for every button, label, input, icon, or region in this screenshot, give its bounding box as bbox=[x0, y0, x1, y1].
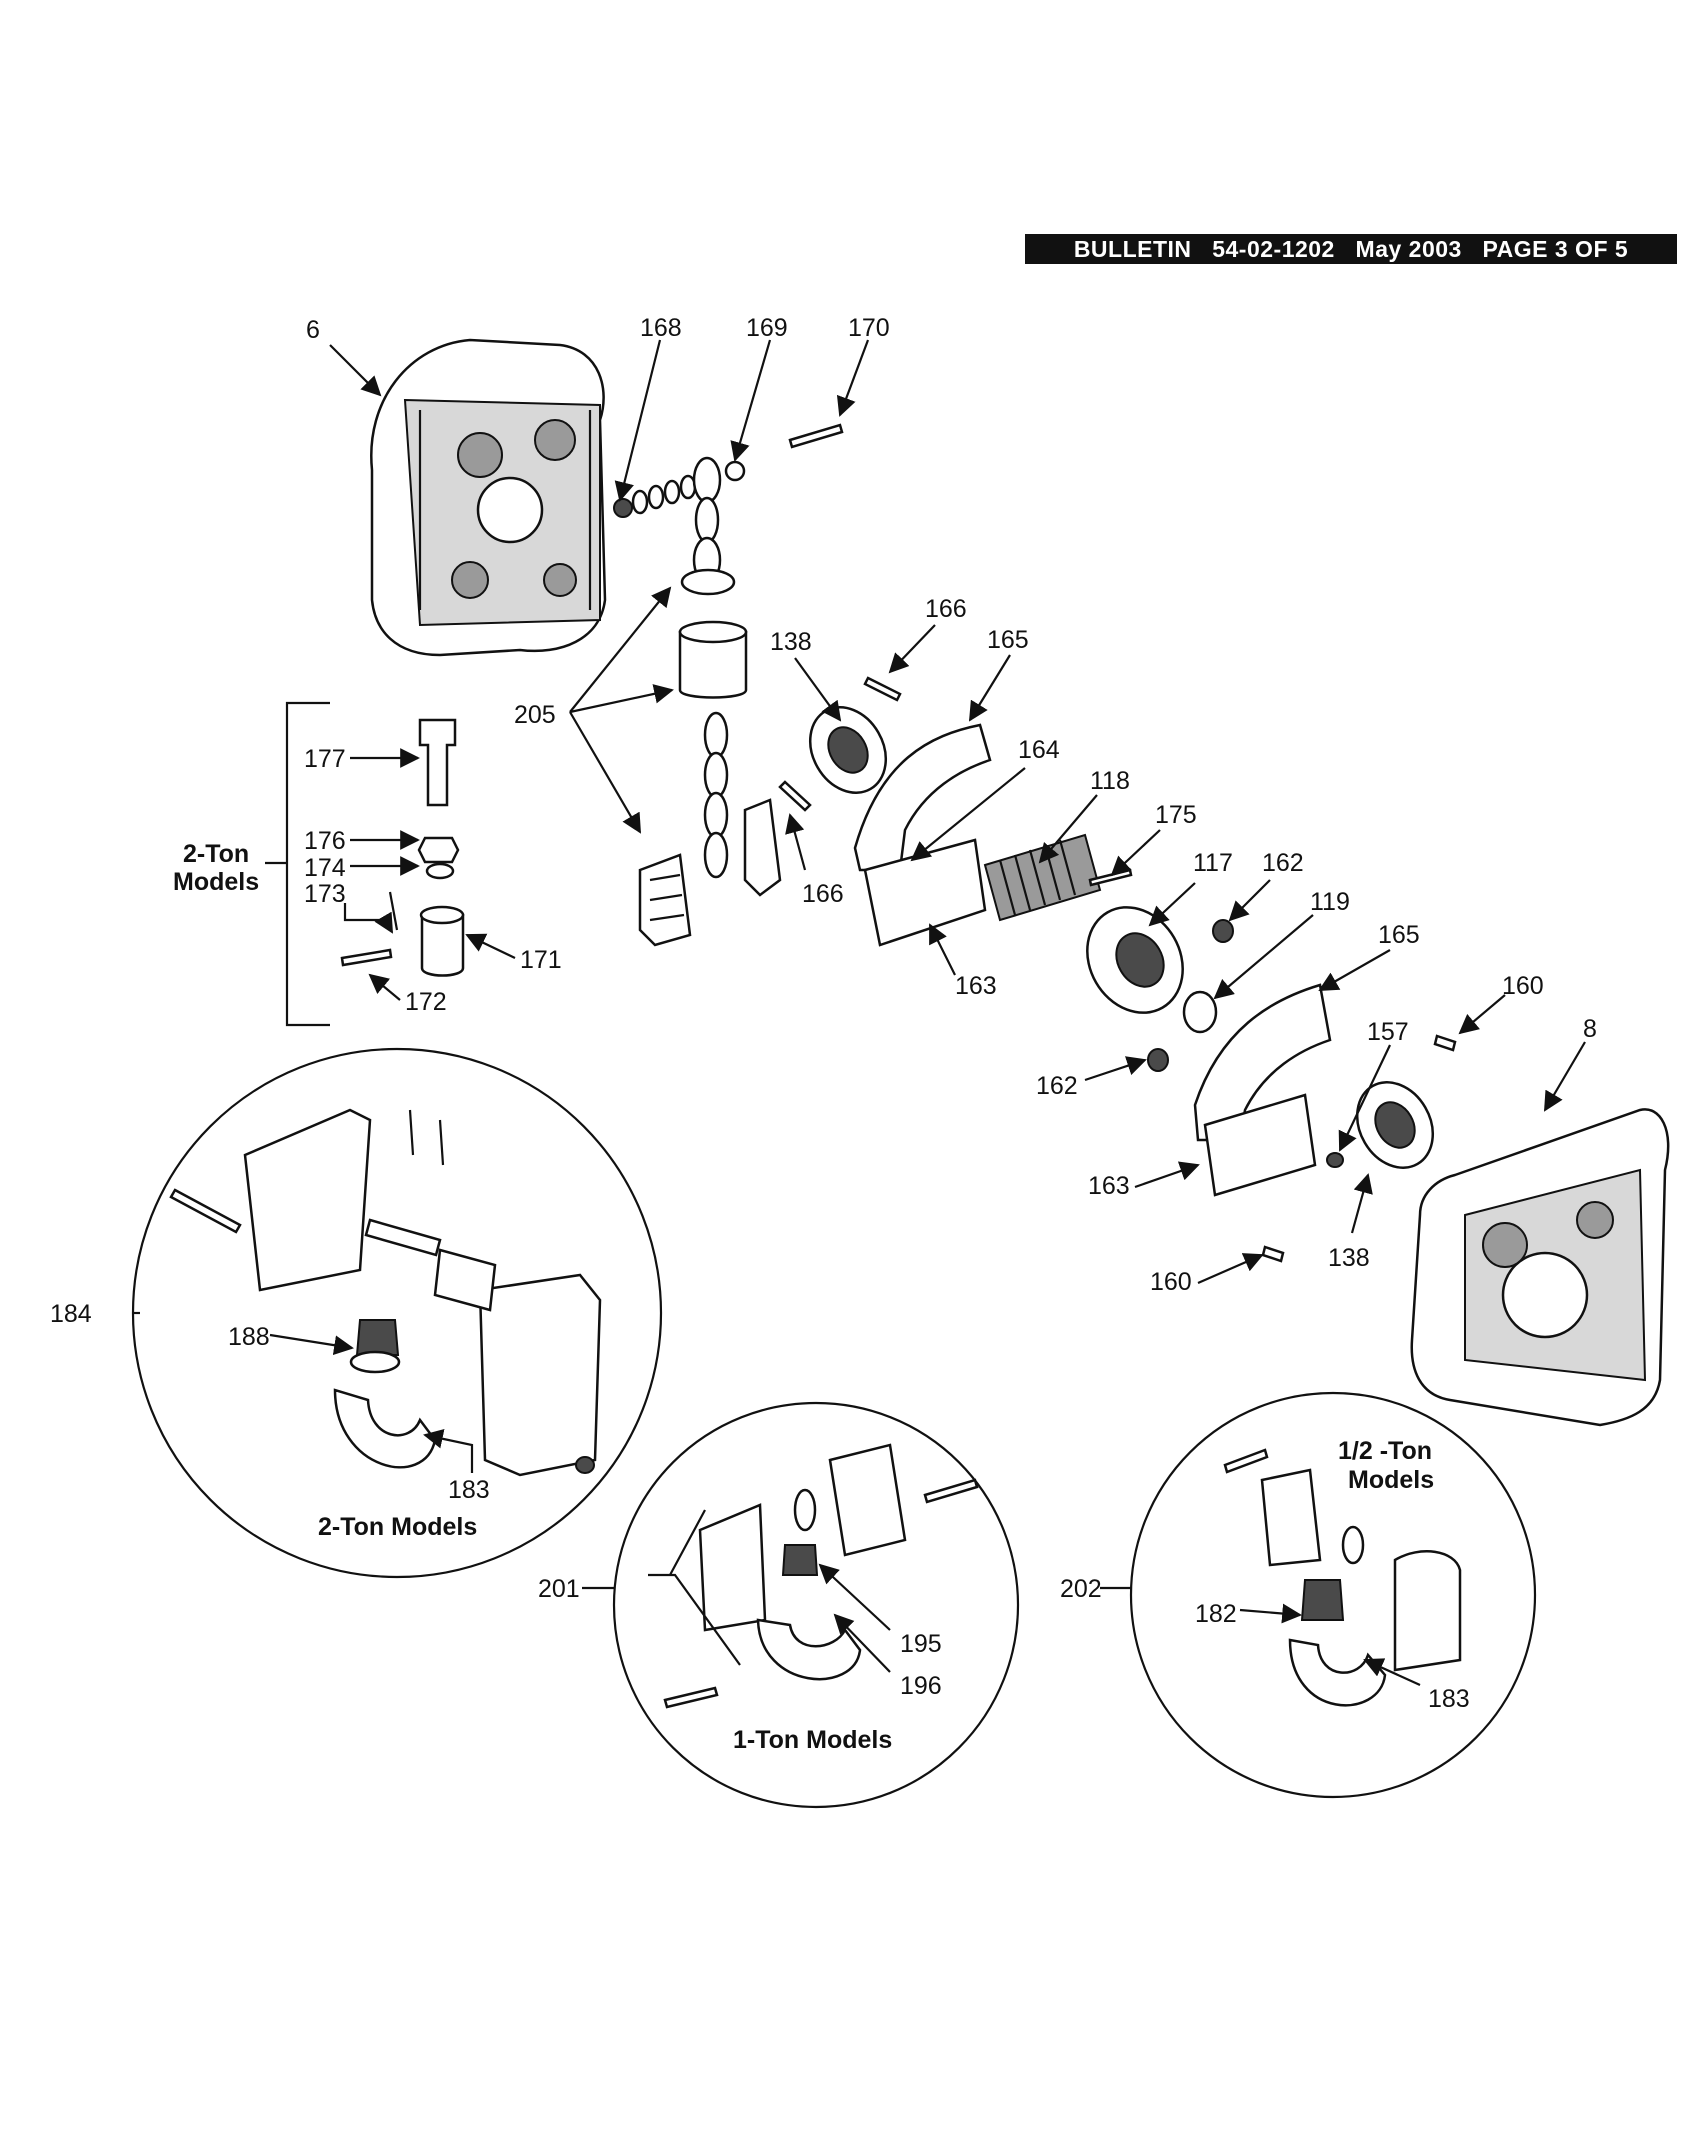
callout-162-upper: 162 bbox=[1262, 849, 1304, 877]
callout-6: 6 bbox=[306, 316, 320, 344]
spring-chain-stack-drawing bbox=[613, 456, 782, 947]
pin-160-lower-drawing bbox=[1261, 1245, 1285, 1263]
callout-183-half-ton: 183 bbox=[1428, 1685, 1470, 1713]
callout-labels: 6 168 169 170 166 165 138 205 164 118 17… bbox=[50, 314, 1597, 1713]
detail-circle-184 bbox=[131, 1047, 663, 1579]
page-number: PAGE 3 OF 5 bbox=[1482, 236, 1629, 262]
callout-165-lower: 165 bbox=[1378, 921, 1420, 949]
callout-174: 174 bbox=[304, 854, 346, 882]
detail-circle-202 bbox=[1129, 1391, 1537, 1799]
callout-202: 202 bbox=[1060, 1575, 1102, 1603]
gear-117-drawing bbox=[1086, 906, 1184, 1014]
bulletin-date: May 2003 bbox=[1355, 236, 1462, 262]
pin-160-upper-drawing bbox=[1433, 1034, 1457, 1052]
two-ton-bracket-box bbox=[265, 701, 465, 1027]
callout-168: 168 bbox=[640, 314, 682, 342]
callout-118: 118 bbox=[1090, 767, 1130, 795]
bulletin-number: 54-02-1202 bbox=[1212, 236, 1335, 262]
callout-165-upper: 165 bbox=[987, 626, 1029, 654]
bolt-170-drawing bbox=[788, 423, 844, 449]
callout-184: 184 bbox=[50, 1300, 92, 1328]
callout-171: 171 bbox=[520, 946, 562, 974]
callout-175: 175 bbox=[1155, 801, 1197, 829]
callout-164: 164 bbox=[1018, 736, 1060, 764]
callout-166-upper: 166 bbox=[925, 595, 967, 623]
callout-8: 8 bbox=[1583, 1015, 1597, 1043]
callout-163-lower: 163 bbox=[1088, 1172, 1130, 1200]
callout-169: 169 bbox=[746, 314, 788, 342]
callout-119: 119 bbox=[1310, 888, 1350, 916]
caption-two-ton-line2: Models bbox=[173, 868, 259, 896]
plate-163-lower-drawing bbox=[1203, 1093, 1317, 1197]
bushing-162-lower-drawing bbox=[1147, 1048, 1169, 1072]
shaft-118-drawing bbox=[983, 833, 1102, 922]
callout-177: 177 bbox=[304, 745, 346, 773]
washer-157-drawing bbox=[1326, 1152, 1344, 1168]
bulletin-label: BULLETIN bbox=[1073, 236, 1192, 262]
callout-188: 188 bbox=[228, 1323, 270, 1351]
callout-163-upper: 163 bbox=[955, 972, 997, 1000]
callout-138-lower: 138 bbox=[1328, 1244, 1370, 1272]
callout-173: 173 bbox=[304, 880, 346, 908]
caption-labels: 2-Ton Models 2-Ton Models 1-Ton Models 1… bbox=[173, 840, 1434, 1754]
callout-172: 172 bbox=[405, 988, 447, 1016]
housing-6-drawing bbox=[370, 338, 607, 657]
bearing-138-lower-drawing bbox=[1356, 1081, 1434, 1169]
callout-182: 182 bbox=[1195, 1600, 1237, 1628]
bulletin-header-bar: BULLETIN 54-02-1202 May 2003 PAGE 3 OF 5 bbox=[1025, 234, 1677, 264]
washer-119-drawing bbox=[1182, 990, 1218, 1034]
housing-8-drawing bbox=[1410, 1108, 1670, 1427]
callout-205: 205 bbox=[514, 701, 556, 729]
callout-160-lower: 160 bbox=[1150, 1268, 1192, 1296]
pin-166-lower-drawing bbox=[778, 780, 812, 812]
callout-201: 201 bbox=[538, 1575, 580, 1603]
callout-166-lower: 166 bbox=[802, 880, 844, 908]
caption-half-ton-line1: 1/2 -Ton bbox=[1338, 1437, 1432, 1465]
caption-two-ton-line1: 2-Ton bbox=[183, 840, 249, 868]
bushing-162-upper-drawing bbox=[1212, 919, 1234, 943]
callout-157: 157 bbox=[1367, 1018, 1409, 1046]
bracket-165-upper-drawing bbox=[853, 723, 992, 872]
callout-162-lower: 162 bbox=[1036, 1072, 1078, 1100]
bracket-165-lower-drawing bbox=[1193, 983, 1332, 1142]
leader-lines bbox=[133, 339, 1586, 1687]
callout-195: 195 bbox=[900, 1630, 942, 1658]
callout-196: 196 bbox=[900, 1672, 942, 1700]
detail-circle-201 bbox=[612, 1401, 1020, 1809]
pin-166-upper-drawing bbox=[863, 676, 902, 702]
callout-183-two-ton: 183 bbox=[448, 1476, 490, 1504]
caption-half-ton-line2: Models bbox=[1348, 1466, 1434, 1494]
callout-160-upper: 160 bbox=[1502, 972, 1544, 1000]
caption-two-ton-circle: 2-Ton Models bbox=[318, 1513, 477, 1541]
callout-138-upper: 138 bbox=[770, 628, 812, 656]
plate-163-upper-drawing bbox=[863, 838, 987, 947]
bearing-138-upper-drawing bbox=[809, 706, 887, 794]
callout-117: 117 bbox=[1193, 849, 1233, 877]
callout-176: 176 bbox=[304, 827, 346, 855]
callout-170: 170 bbox=[848, 314, 890, 342]
caption-one-ton-circle: 1-Ton Models bbox=[733, 1726, 892, 1754]
